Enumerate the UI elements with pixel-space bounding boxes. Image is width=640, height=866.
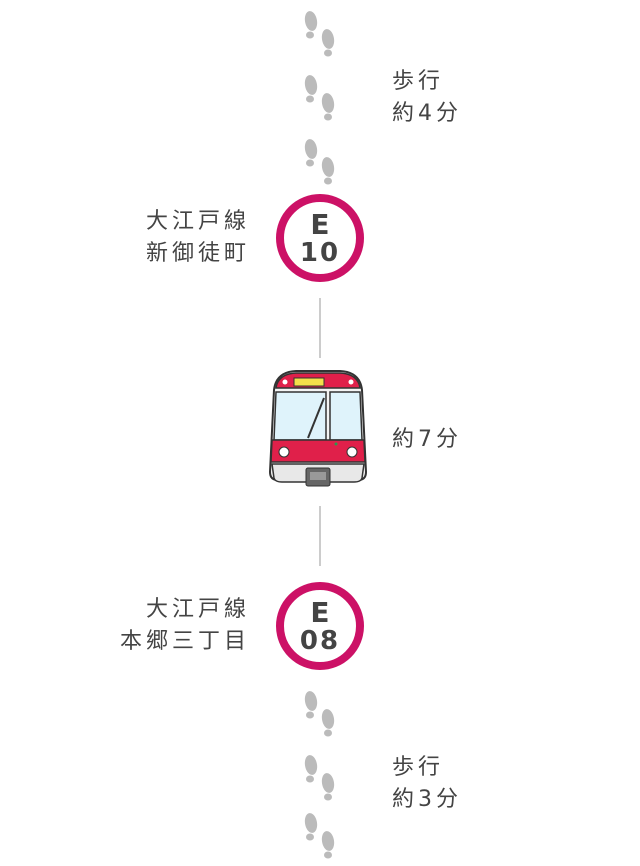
footprint-icon xyxy=(304,11,335,57)
line-name: 大江戸線 xyxy=(145,209,250,234)
walk-duration: 約3分 xyxy=(392,787,462,812)
line-name: 大江戸線 xyxy=(145,597,250,622)
route-line xyxy=(319,506,321,566)
station-marker-e10: E 10 xyxy=(276,194,364,282)
station-name: 新御徒町 xyxy=(145,241,250,266)
walk-duration: 約4分 xyxy=(392,101,462,126)
walk-time-bottom: 歩行 約3分 xyxy=(392,752,462,816)
station-code-number: 08 xyxy=(299,626,341,656)
route-line xyxy=(319,298,321,358)
station-label-top: 大江戸線 新御徒町 xyxy=(146,206,250,270)
station-code-letter: E xyxy=(310,596,330,629)
footprint-icon xyxy=(304,691,335,737)
station-label-bottom: 大江戸線 本郷三丁目 xyxy=(120,594,250,658)
station-name: 本郷三丁目 xyxy=(119,629,250,654)
footprint-icon xyxy=(304,139,335,185)
train-icon xyxy=(268,370,368,487)
footprint-icon xyxy=(304,75,335,121)
station-code-letter: E xyxy=(310,208,330,241)
footprint-icon xyxy=(304,755,335,801)
walk-label: 歩行 xyxy=(392,755,445,780)
ride-time: 約7分 xyxy=(392,427,462,452)
walk-label: 歩行 xyxy=(392,69,445,94)
walk-time-top: 歩行 約4分 xyxy=(392,66,462,130)
station-marker-e08: E 08 xyxy=(276,582,364,670)
station-code-number: 10 xyxy=(299,238,341,268)
footprint-icon xyxy=(304,813,335,859)
